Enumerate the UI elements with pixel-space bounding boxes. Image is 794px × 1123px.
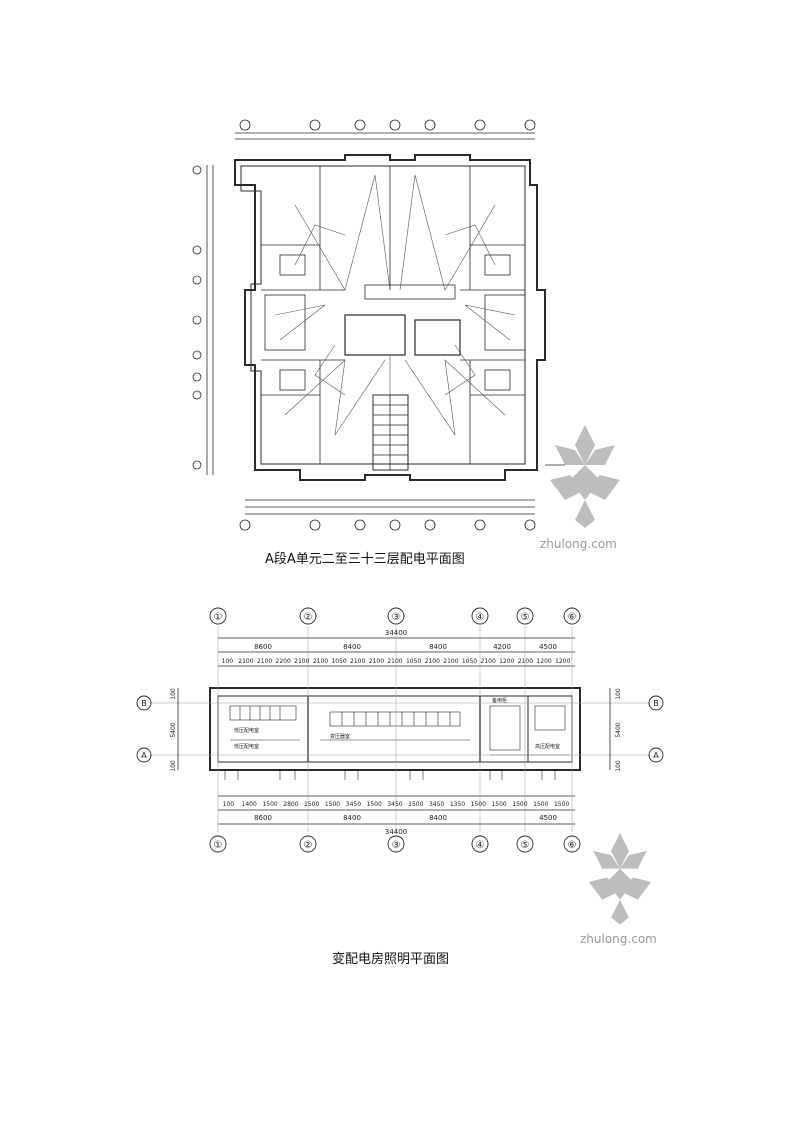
plan1-caption: A段A单元二至三十三层配电平面图 — [265, 552, 465, 567]
axis-label: ② — [304, 840, 313, 851]
dim-minor: 100 — [223, 801, 235, 808]
dim-minor: 1200 — [555, 658, 570, 665]
dim-major: 8600 — [254, 814, 272, 822]
dim-minor: 1500 — [471, 801, 486, 808]
dim-minor: 1050 — [406, 658, 421, 665]
room-label: 高压配电室 — [535, 743, 560, 750]
watermark-text: zhulong.com — [580, 932, 657, 946]
axis-label: ⑤ — [521, 840, 530, 851]
floor-power-plan — [192, 119, 565, 531]
dim-minor: 1350 — [450, 801, 465, 808]
room-label: 备用柜 — [492, 697, 507, 704]
dim-minor: 2100 — [425, 658, 440, 665]
dim-minor: 100 — [222, 658, 234, 665]
dim-major: 4500 — [539, 643, 557, 651]
dim-minor: 1500 — [367, 801, 382, 808]
dim-minor: 2100 — [443, 658, 458, 665]
dim-minor: 2100 — [294, 658, 309, 665]
dim-minor: 2100 — [238, 658, 253, 665]
dim-minor: 1500 — [408, 801, 423, 808]
dim-minor: 3450 — [429, 801, 444, 808]
plan2-caption: 变配电房照明平面图 — [332, 952, 450, 967]
side-dim: 100 — [615, 688, 622, 700]
dim-minor: 2800 — [283, 801, 298, 808]
dim-major: 8400 — [343, 643, 361, 651]
side-dim: 100 — [170, 688, 177, 700]
dim-major: 8400 — [343, 814, 361, 822]
dim-minor: 1500 — [533, 801, 548, 808]
axis-label: ② — [304, 612, 313, 623]
side-dim: 100 — [615, 760, 622, 772]
axis-label: ① — [214, 840, 223, 851]
dim-outer-bottom: 34400 — [385, 828, 407, 836]
dim-major: 8400 — [429, 814, 447, 822]
dim-major: 4500 — [539, 814, 557, 822]
room-label: 低压配电室 — [234, 743, 259, 750]
axis-label: ① — [214, 612, 223, 623]
dim-minor: 1500 — [491, 801, 506, 808]
dim-minor: 1500 — [554, 801, 569, 808]
dim-minor: 3450 — [346, 801, 361, 808]
dim-minor: 2100 — [481, 658, 496, 665]
dim-minor: 2200 — [276, 658, 291, 665]
dim-minor: 1050 — [331, 658, 346, 665]
dim-minor: 2100 — [369, 658, 384, 665]
dim-minor: 2100 — [313, 658, 328, 665]
dim-minor: 1500 — [325, 801, 340, 808]
axis-label: ⑤ — [521, 612, 530, 623]
dim-minor: 3450 — [387, 801, 402, 808]
dim-major: 8600 — [254, 643, 272, 651]
dim-minor: 2100 — [387, 658, 402, 665]
zhulong-logo-icon — [588, 833, 652, 925]
side-dim: 5400 — [615, 722, 622, 737]
dim-minor: 1050 — [462, 658, 477, 665]
axis-label: ④ — [476, 840, 485, 851]
watermark-text: zhulong.com — [540, 537, 617, 551]
room-label: 变压器室 — [330, 733, 350, 740]
row-label: A — [653, 751, 659, 760]
axis-label: ④ — [476, 612, 485, 623]
dim-minor: 2100 — [257, 658, 272, 665]
zhulong-logo-icon — [550, 425, 620, 528]
axis-label: ⑥ — [568, 840, 577, 851]
row-label: B — [653, 699, 659, 708]
dim-minor: 2100 — [350, 658, 365, 665]
dim-minor: 1400 — [242, 801, 257, 808]
substation-lighting-plan: ① ② ③ ④ ⑤ ⑥ ① ② ③ ④ ⑤ ⑥ B A B A 34400 86… — [136, 607, 664, 853]
dim-major: 8400 — [429, 643, 447, 651]
axis-label: ⑥ — [568, 612, 577, 623]
dim-minor: 1500 — [512, 801, 527, 808]
axis-label: ③ — [392, 612, 401, 623]
dim-major: 4200 — [493, 643, 511, 651]
dim-minor: 1500 — [262, 801, 277, 808]
dim-minor: 1200 — [536, 658, 551, 665]
side-dim: 5400 — [170, 722, 177, 737]
dim-outer-top: 34400 — [385, 629, 407, 637]
row-label: B — [141, 699, 147, 708]
axis-label: ③ — [392, 840, 401, 851]
dim-minor: 2100 — [518, 658, 533, 665]
dim-minor: 1200 — [499, 658, 514, 665]
side-dim: 100 — [170, 760, 177, 772]
dim-minor: 1500 — [304, 801, 319, 808]
row-label: A — [141, 751, 147, 760]
room-label: 低压配电室 — [234, 727, 259, 734]
